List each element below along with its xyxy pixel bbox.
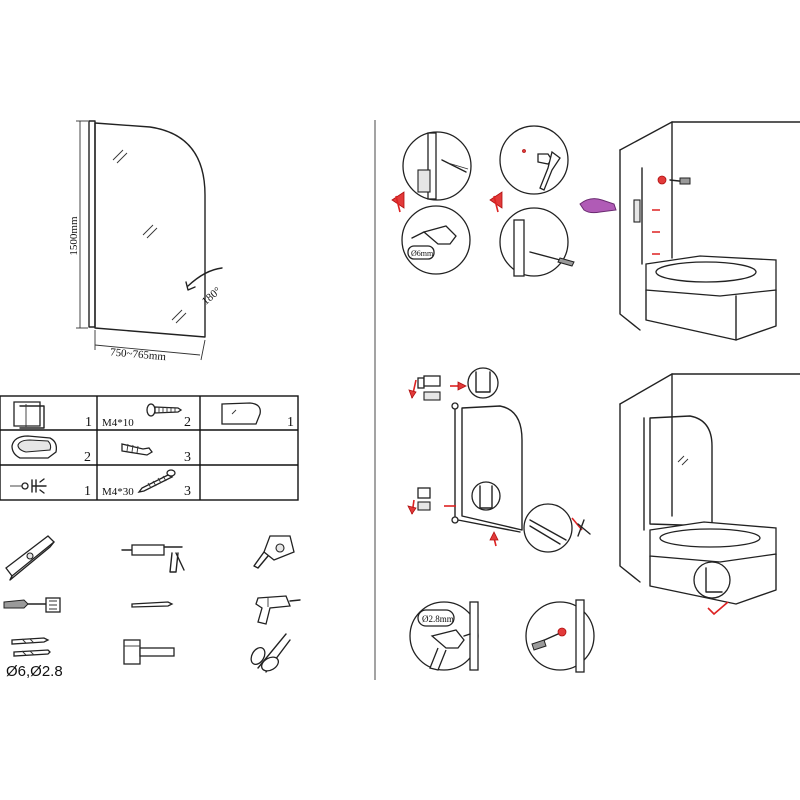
qty-screw-m4x30: 3 bbox=[184, 484, 191, 499]
spirit-level-icon bbox=[5, 535, 55, 581]
width-dimension-label: 750~765mm bbox=[110, 346, 167, 363]
silicone-gun-icon bbox=[121, 544, 185, 573]
qty-wall-plug: 3 bbox=[184, 450, 191, 465]
step-4-screw-profile bbox=[499, 207, 575, 277]
drill-bits-icon bbox=[11, 637, 51, 657]
check-mark bbox=[707, 601, 729, 616]
bathroom-scene-installed bbox=[619, 373, 800, 616]
shower-panel-drawing: 1500mm 750~765mm 180° bbox=[68, 120, 224, 363]
tools-section: Ø6,Ø2.8 bbox=[3, 535, 301, 680]
drill-bit-label-2: Ø2.8mm bbox=[422, 614, 454, 624]
glass-panel-icon bbox=[221, 402, 261, 425]
drill-sizes-label: Ø6,Ø2.8 bbox=[6, 663, 63, 680]
hinge-profile-icon bbox=[13, 401, 45, 429]
parts-table: 1 M4*10 2 1 2 3 1 M4*30 3 bbox=[0, 395, 299, 501]
qty-fixing-bracket: 1 bbox=[84, 484, 91, 499]
panel-hinge-profile bbox=[88, 120, 96, 328]
electric-drill-icon bbox=[255, 595, 301, 625]
tape-measure-icon bbox=[253, 535, 295, 569]
qty-hinge-profile: 1 bbox=[85, 415, 92, 430]
screw-m4x30-icon bbox=[137, 469, 176, 493]
hammer-icon bbox=[123, 639, 175, 665]
qty-glass-panel: 1 bbox=[287, 415, 294, 430]
screwdriver-set-icon bbox=[3, 597, 61, 613]
pointer-hand-icon bbox=[579, 198, 617, 214]
width-dimension-line bbox=[94, 344, 201, 356]
step-6-drill-profile: Ø2.8mm bbox=[409, 601, 479, 671]
step-5-attach-panel bbox=[407, 367, 591, 553]
step-3-insert-plug bbox=[499, 125, 569, 195]
scissors-icon bbox=[250, 633, 291, 673]
step-1-mark-profile bbox=[402, 131, 472, 201]
qty-screw-m4x10: 2 bbox=[184, 415, 191, 430]
wall-plug-icon bbox=[121, 443, 153, 456]
step-7-fix-screw bbox=[525, 599, 595, 673]
rotation-arrow bbox=[187, 267, 223, 287]
parts-table-frame bbox=[0, 395, 299, 501]
fixing-bracket-icon bbox=[10, 478, 47, 494]
rotation-label: 180° bbox=[200, 285, 224, 308]
seal-strip-icon bbox=[11, 435, 58, 459]
panel-glass bbox=[94, 122, 206, 338]
qty-seal-strip: 2 bbox=[84, 450, 91, 465]
screw-m4x10-icon bbox=[146, 403, 183, 417]
bathroom-scene-wall-marking bbox=[619, 121, 800, 341]
step-2-drill-hole: Ø6mm bbox=[401, 205, 471, 275]
drill-bit-label-1: Ø6mm bbox=[411, 249, 434, 258]
label-screw-m4x10: M4*10 bbox=[102, 417, 134, 429]
pencil-icon bbox=[131, 601, 174, 608]
height-dimension-label: 1500mm bbox=[68, 216, 80, 256]
label-screw-m4x30: M4*30 bbox=[102, 486, 134, 498]
